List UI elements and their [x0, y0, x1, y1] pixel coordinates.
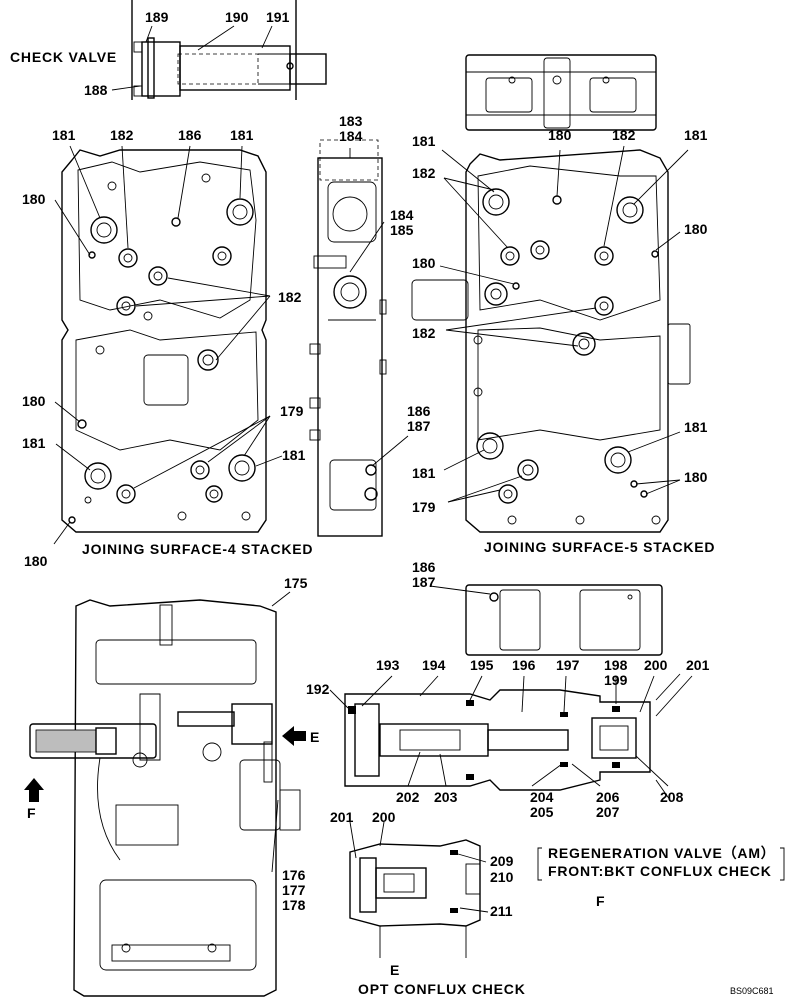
- label-182-b: 182: [278, 289, 302, 305]
- label-181-d: 181: [282, 447, 306, 463]
- label-181-b: 181: [230, 127, 254, 143]
- caption-view-e: E: [390, 962, 400, 978]
- label-190: 190: [225, 9, 249, 25]
- label-209: 209: [490, 853, 514, 869]
- label-182-c: 182: [612, 127, 636, 143]
- caption-front-bkt-conflux: FRONT:BKT CONFLUX CHECK: [548, 863, 772, 879]
- label-181-c: 181: [22, 435, 46, 451]
- opt-conflux-section: [349, 839, 481, 958]
- caption-bracket: [537, 847, 785, 881]
- label-183: 183: [339, 113, 363, 129]
- label-181-f: 181: [684, 127, 708, 143]
- label-205: 205: [530, 804, 554, 820]
- label-191: 191: [266, 9, 290, 25]
- label-193: 193: [376, 657, 400, 673]
- label-180-f: 180: [412, 255, 436, 271]
- label-186-b: 186: [412, 559, 436, 575]
- label-201-b: 201: [330, 809, 354, 825]
- label-185: 185: [390, 222, 414, 238]
- arrow-e-label: E: [310, 729, 320, 745]
- label-182-d: 182: [412, 165, 436, 181]
- arrow-f-label: F: [27, 805, 36, 821]
- label-208: 208: [660, 789, 684, 805]
- arrow-e-shape: [282, 726, 306, 746]
- label-181-a: 181: [52, 127, 76, 143]
- label-181-g: 181: [684, 419, 708, 435]
- label-188: 188: [84, 82, 108, 98]
- label-182-a: 182: [110, 127, 134, 143]
- label-207: 207: [596, 804, 620, 820]
- label-176: 176: [282, 867, 306, 883]
- label-180-e: 180: [684, 221, 708, 237]
- label-175: 175: [284, 575, 308, 591]
- label-181-e: 181: [412, 133, 436, 149]
- bottom-left-block: [29, 599, 301, 997]
- middle-right-block: [465, 584, 663, 656]
- label-206: 206: [596, 789, 620, 805]
- label-211: 211: [490, 903, 513, 919]
- label-179-a: 179: [280, 403, 304, 419]
- joining-surface-5-block: [411, 149, 691, 533]
- arrow-f-shape: [24, 778, 44, 802]
- caption-joining-surface-4: JOINING SURFACE-4 STACKED: [82, 541, 313, 557]
- label-210: 210: [490, 869, 514, 885]
- caption-joining-surface-5: JOINING SURFACE-5 STACKED: [484, 539, 715, 555]
- label-199: 199: [604, 672, 628, 688]
- label-201: 201: [686, 657, 710, 673]
- label-182-e: 182: [412, 325, 436, 341]
- label-187-b: 187: [412, 574, 436, 590]
- caption-view-f: F: [596, 893, 605, 909]
- label-180-a: 180: [22, 191, 46, 207]
- label-192: 192: [306, 681, 330, 697]
- captions: CHECK VALVE JOINING SURFACE-4 STACKED JO…: [10, 49, 776, 997]
- part-labels: 189 190 191 188 183 184 184 185 186 187 …: [22, 9, 710, 919]
- caption-opt-conflux-check: OPT CONFLUX CHECK: [358, 981, 526, 997]
- label-200-b: 200: [372, 809, 396, 825]
- label-197: 197: [556, 657, 580, 673]
- label-204: 204: [530, 789, 554, 805]
- label-179-b: 179: [412, 499, 436, 515]
- label-184-top: 184: [339, 128, 363, 144]
- label-196: 196: [512, 657, 536, 673]
- drawing-code: BS09C681: [730, 986, 774, 996]
- label-202: 202: [396, 789, 420, 805]
- label-189: 189: [145, 9, 169, 25]
- label-180-b: 180: [22, 393, 46, 409]
- caption-check-valve: CHECK VALVE: [10, 49, 117, 65]
- leader-lines: [53, 25, 693, 913]
- top-right-block: [465, 54, 657, 131]
- label-180-d: 180: [548, 127, 572, 143]
- side-view-block: [309, 139, 387, 537]
- label-200: 200: [644, 657, 668, 673]
- label-180-c: 180: [24, 553, 48, 569]
- joining-surface-4-block: [61, 149, 267, 533]
- label-203: 203: [434, 789, 458, 805]
- label-178: 178: [282, 897, 306, 913]
- label-194: 194: [422, 657, 446, 673]
- label-184: 184: [390, 207, 414, 223]
- label-195: 195: [470, 657, 494, 673]
- label-187: 187: [407, 418, 431, 434]
- label-186-a: 186: [178, 127, 202, 143]
- label-177: 177: [282, 882, 306, 898]
- label-180-g: 180: [684, 469, 708, 485]
- caption-regeneration-valve: REGENERATION VALVE（AM）: [548, 845, 776, 861]
- label-181-h: 181: [412, 465, 436, 481]
- label-186: 186: [407, 403, 431, 419]
- regeneration-valve-section: [344, 673, 681, 801]
- label-198: 198: [604, 657, 628, 673]
